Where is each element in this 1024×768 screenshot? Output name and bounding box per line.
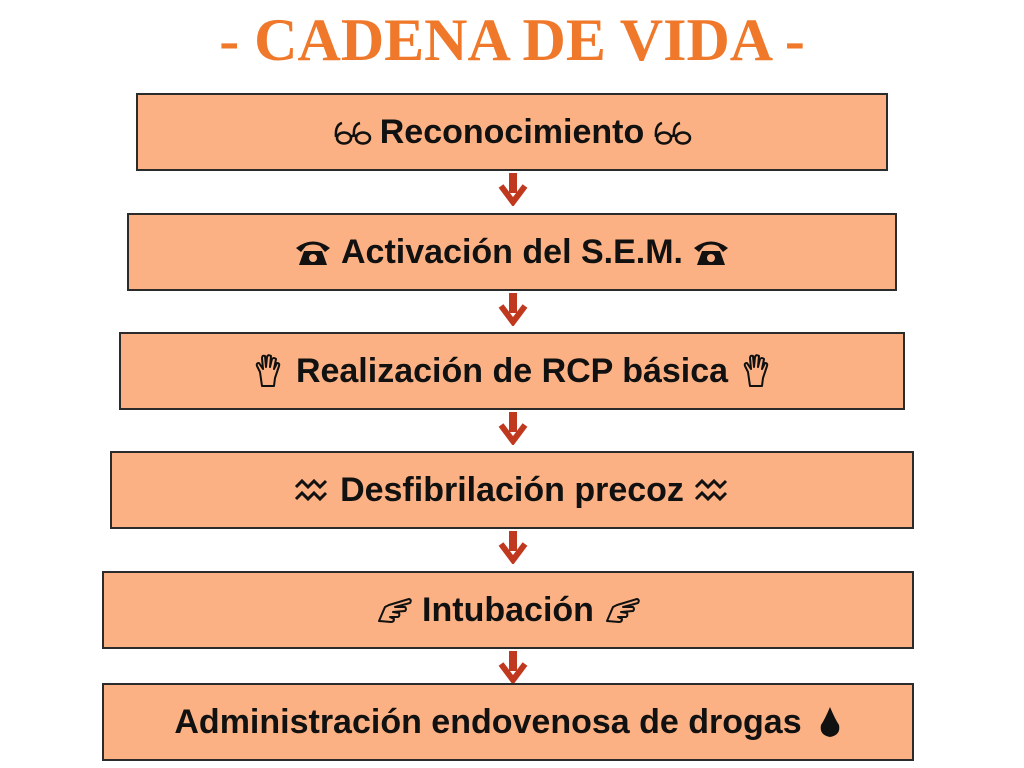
pointing-hand-icon (374, 593, 414, 627)
step-label: Intubación (422, 590, 594, 629)
step-label: Realización de RCP básica (295, 351, 729, 390)
step-reconocimiento: Reconocimiento (136, 93, 888, 171)
telephone-icon (691, 235, 731, 269)
aquarius-icon (692, 473, 732, 507)
telephone-icon (293, 235, 333, 269)
step-activacion-sem: Activación del S.E.M. (127, 213, 897, 291)
arrow-down-icon (498, 173, 528, 206)
hand-icon (248, 354, 288, 388)
eyeglasses-icon (332, 115, 372, 149)
step-desfibrilacion: Desfibrilación precoz (110, 451, 914, 529)
aquarius-icon (292, 473, 332, 507)
arrow-down-icon (498, 651, 528, 684)
step-label: Activación del S.E.M. (341, 232, 683, 271)
step-intubacion: Intubación (102, 571, 914, 649)
step-label: Reconocimiento (379, 112, 645, 151)
arrow-down-icon (498, 531, 528, 564)
step-rcp-basica: Realización de RCP básica (119, 332, 905, 410)
step-label: Administración endovenosa de drogas (174, 702, 802, 741)
step-label: Desfibrilación precoz (340, 470, 684, 509)
hand-icon (736, 354, 776, 388)
pointing-hand-icon (602, 593, 642, 627)
page-title: - CADENA DE VIDA - (219, 7, 805, 73)
drop-icon (810, 705, 850, 739)
eyeglasses-icon (652, 115, 692, 149)
step-administracion-drogas: Administración endovenosa de drogas (102, 683, 914, 761)
arrow-down-icon (498, 412, 528, 445)
arrow-down-icon (498, 293, 528, 326)
